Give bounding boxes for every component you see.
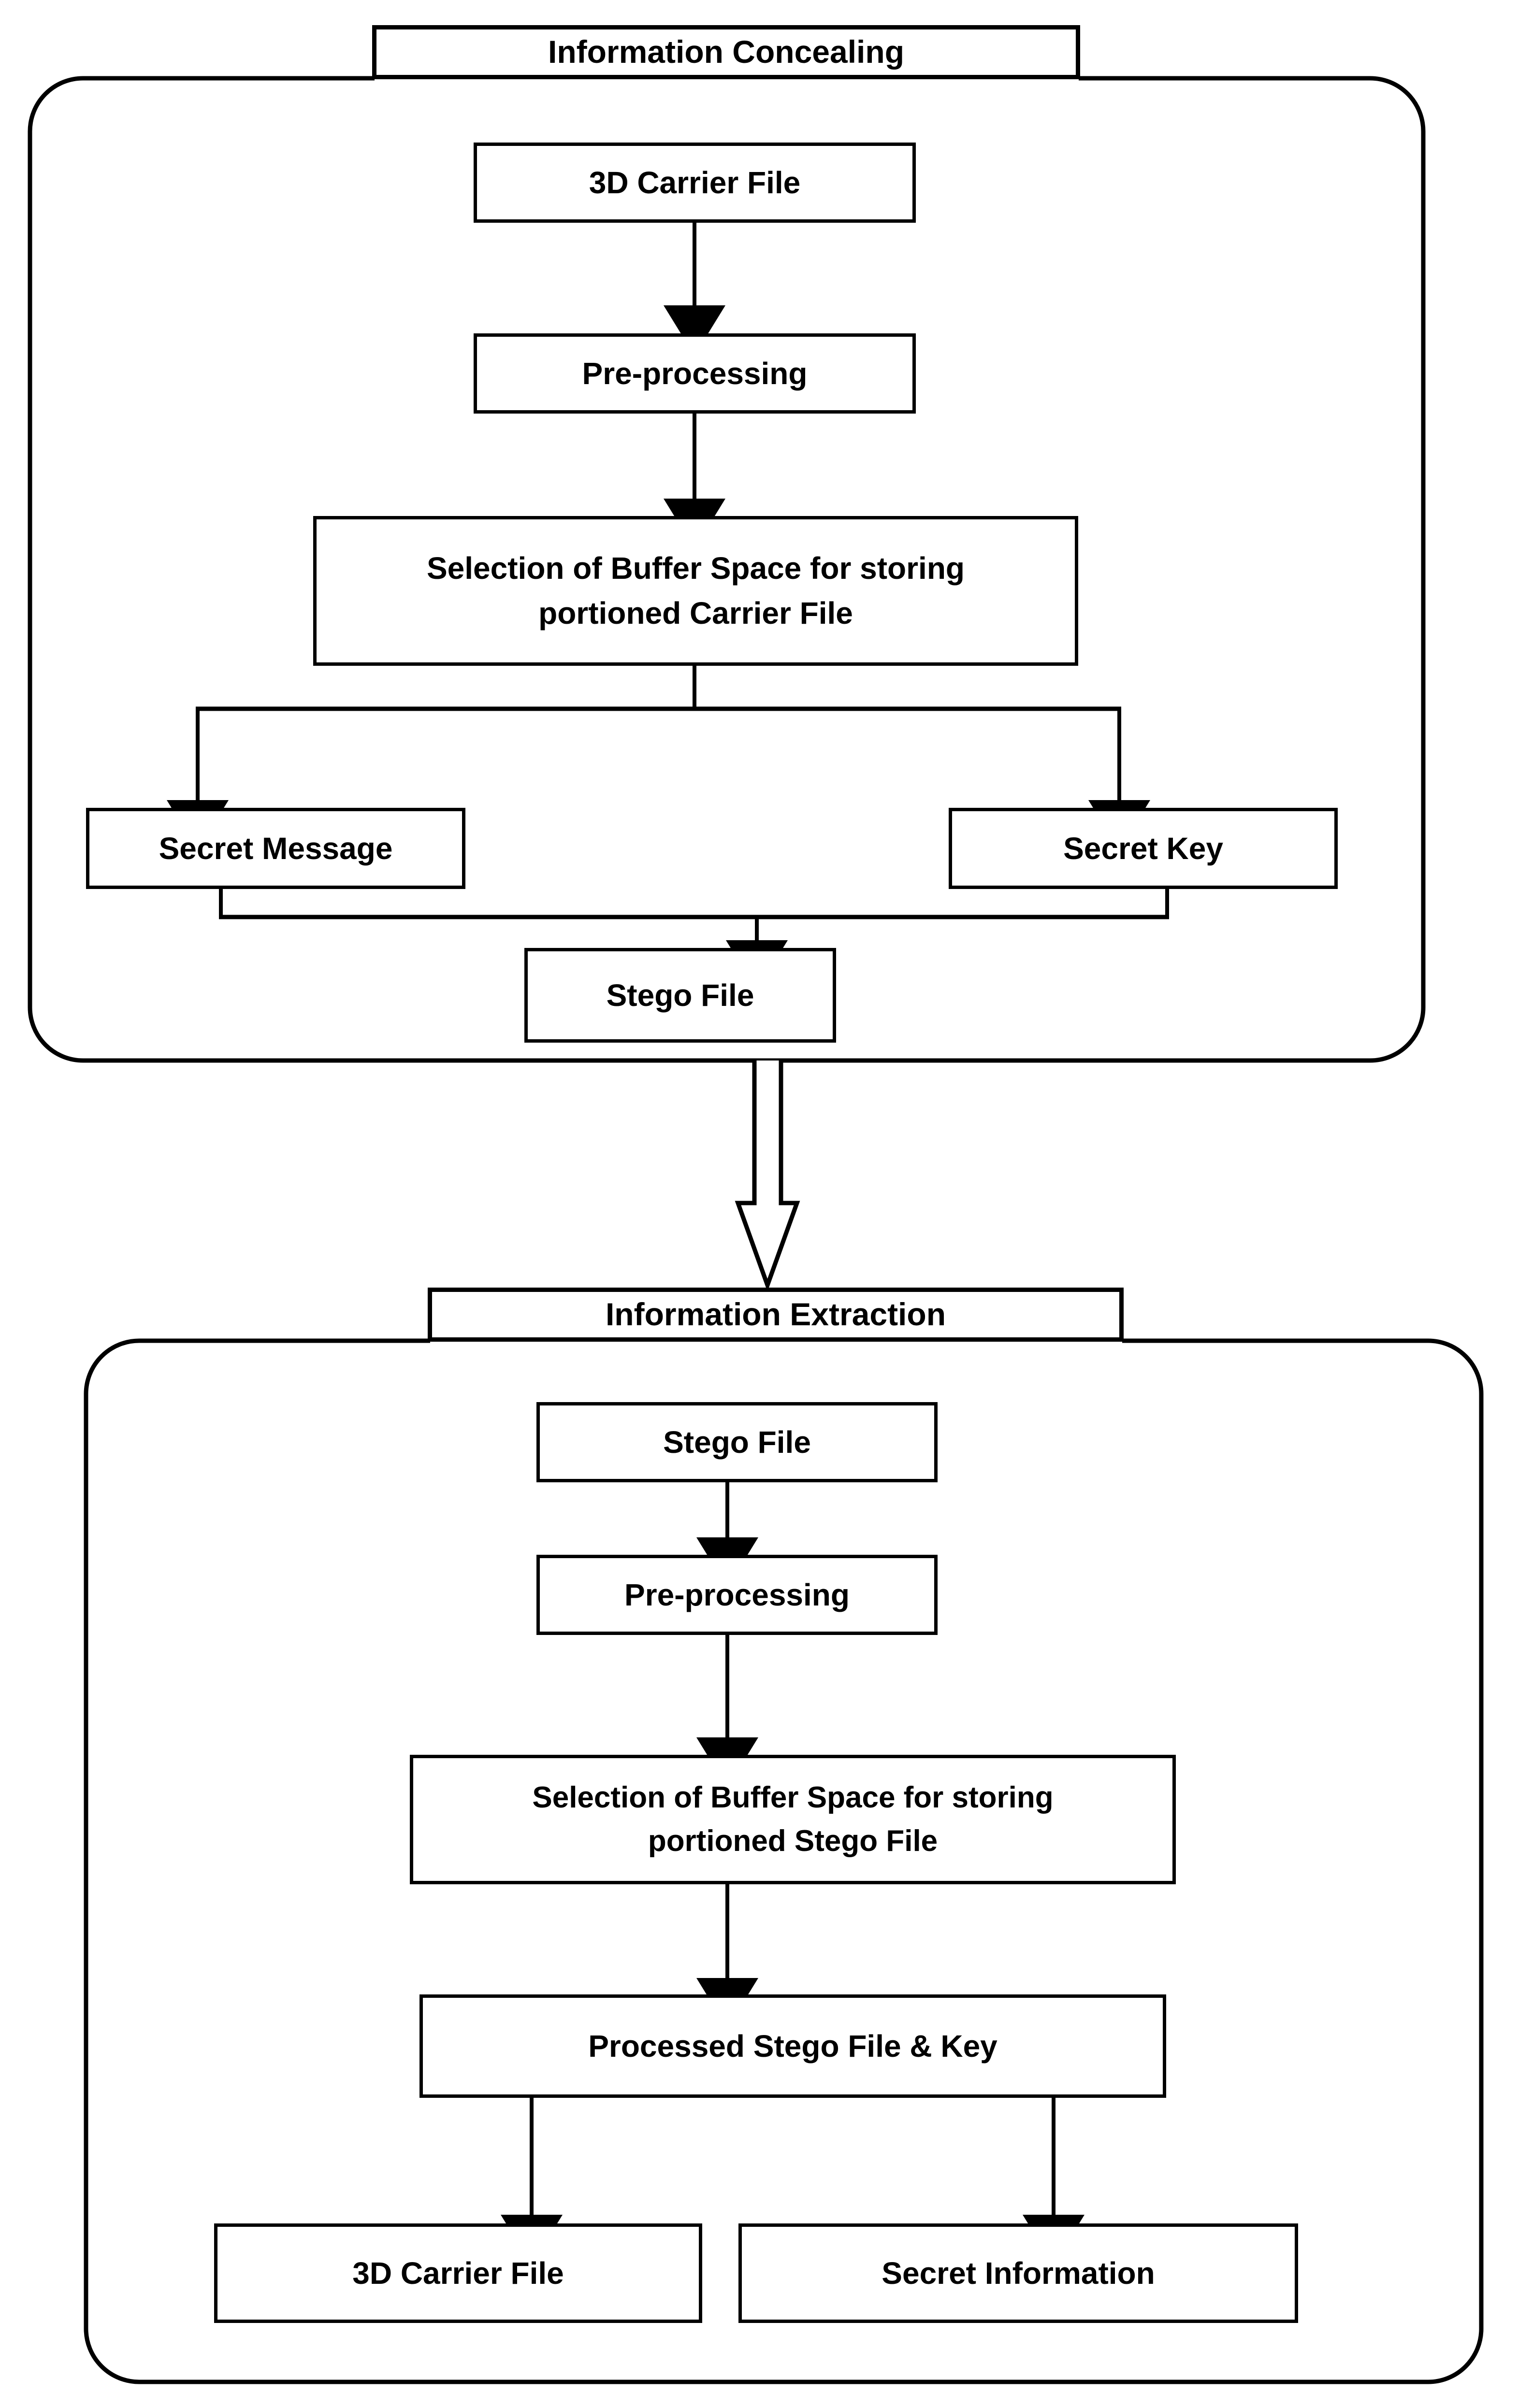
node-pre-processing: Pre-processing [474,333,916,414]
concealing-container [28,76,1426,1063]
node-3d-carrier-file: 3D Carrier File [474,143,916,223]
node-label: 3D Carrier File [589,165,801,200]
node-stego-file-input: Stego File [536,1402,938,1482]
node-label-line1: Selection of Buffer Space for storing [532,1781,1054,1815]
node-label: Secret Message [159,831,393,866]
node-pre-processing-2: Pre-processing [536,1555,938,1635]
node-label: Pre-processing [582,356,808,391]
node-label: Stego File [606,977,754,1013]
node-label: Processed Stego File & Key [588,2028,998,2064]
node-secret-information: Secret Information [738,2223,1298,2323]
node-selection-of-buffer-space-carrier: Selection of Buffer Space for storing po… [313,516,1078,666]
node-processed-stego-file-and-key: Processed Stego File & Key [419,1994,1166,2098]
node-label: Stego File [663,1424,811,1460]
node-label: Pre-processing [624,1577,850,1612]
node-stego-file-output: Stego File [524,948,836,1043]
extraction-container [84,1338,1484,2384]
node-3d-carrier-file-output: 3D Carrier File [214,2223,702,2323]
node-secret-message: Secret Message [86,808,465,889]
node-selection-of-buffer-space-stego: Selection of Buffer Space for storing po… [410,1755,1176,1884]
node-label-line1: Selection of Buffer Space for storing [426,551,965,586]
node-secret-key: Secret Key [949,808,1338,889]
section-header-label: Information Concealing [548,34,905,70]
section-header-label: Information Extraction [605,1296,946,1333]
block-arrow-down-icon [735,1061,800,1292]
section-header-information-extraction: Information Extraction [428,1288,1124,1342]
node-label-line2: portioned Stego File [648,1824,938,1858]
node-label-line2: portioned Carrier File [538,596,853,631]
node-label: Secret Information [882,2255,1155,2291]
node-label: Secret Key [1063,831,1223,866]
node-label: 3D Carrier File [352,2255,564,2291]
section-header-information-concealing: Information Concealing [372,25,1080,79]
